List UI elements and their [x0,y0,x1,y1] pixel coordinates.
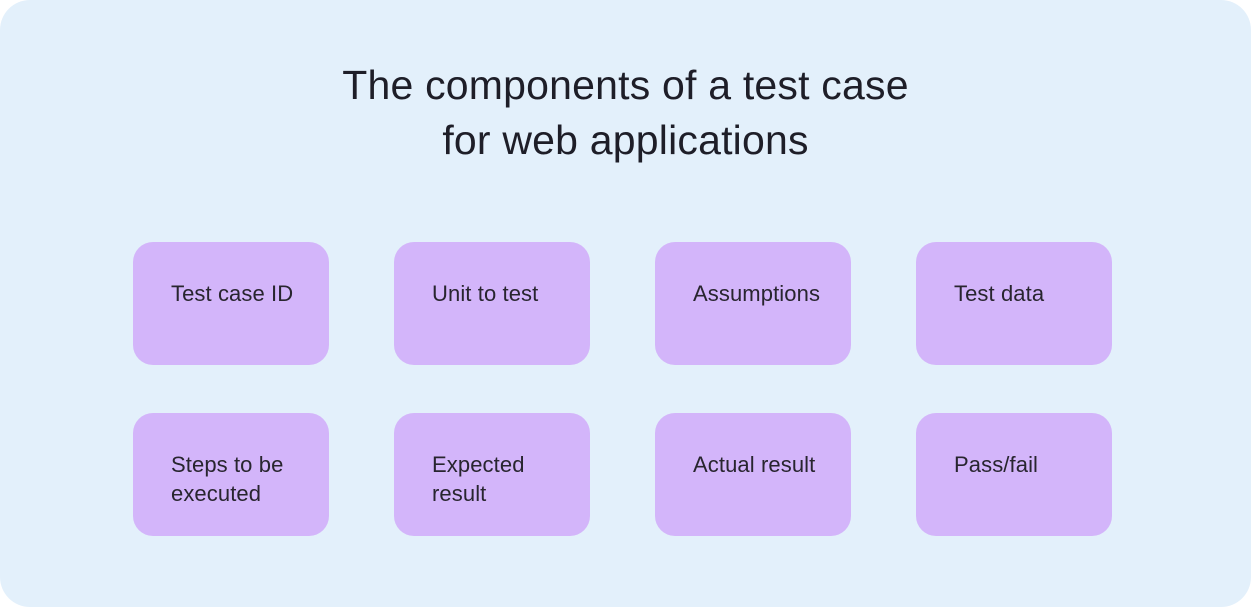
component-box-steps-to-be-executed: Steps to be executed [133,413,329,536]
component-box-label: Assumptions [693,281,821,306]
component-box-test-case-id: Test case ID [133,242,329,365]
component-box-unit-to-test: Unit to test [394,242,590,365]
component-box-assumptions: Assumptions [655,242,851,365]
diagram-title-line-2: for web applications [442,117,809,163]
component-box-test-data: Test data [916,242,1112,365]
component-box-label: Expected result [432,452,525,506]
diagram-title: The components of a test case for web ap… [0,0,1251,168]
component-box-label: Steps to be executed [171,452,284,506]
component-box-actual-result: Actual result [655,413,851,536]
component-box-pass-fail: Pass/fail [916,413,1112,536]
component-box-expected-result: Expected result [394,413,590,536]
component-box-label: Test case ID [171,281,294,306]
components-grid: Test case ID Unit to test Assumptions Te… [133,242,1112,536]
component-box-label: Pass/fail [954,452,1039,477]
component-box-label: Actual result [693,452,816,477]
diagram-title-line-1: The components of a test case [342,62,909,108]
component-box-label: Test data [954,281,1045,306]
component-box-label: Unit to test [432,281,539,306]
